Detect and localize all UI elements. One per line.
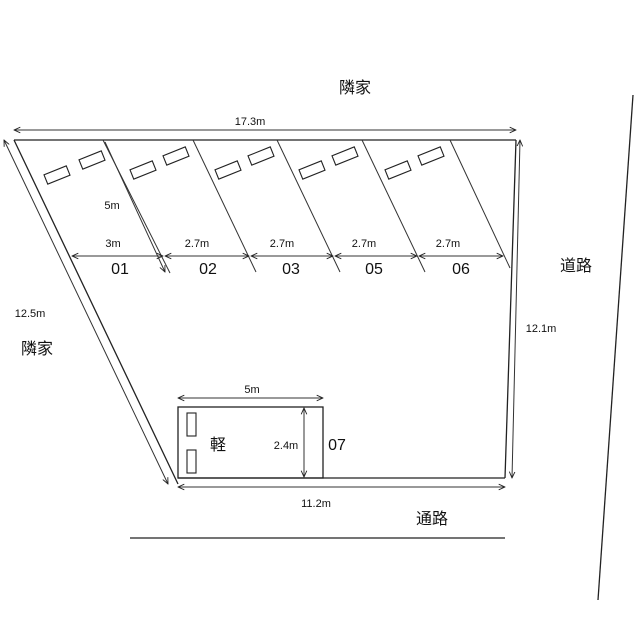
dim-stall-depth: 5m	[104, 200, 119, 212]
road-line	[597, 94, 634, 601]
dimension-arrows	[4, 130, 520, 487]
dim-stall-width: 3m	[105, 238, 120, 250]
neighbor-left-label: 隣家	[21, 339, 53, 358]
dim-left-length: 12.5m	[15, 308, 46, 320]
stall-07	[177, 406, 324, 479]
car-icons	[43, 146, 445, 185]
stall-dividers	[102, 139, 511, 274]
stall-number: 01	[111, 261, 129, 278]
stall-number: 06	[452, 261, 470, 278]
car-icon	[214, 160, 242, 180]
stall-number: 07	[328, 437, 346, 454]
car-icon	[186, 412, 197, 437]
dim-kei-width: 2.4m	[274, 440, 298, 452]
lot-outline	[13, 139, 517, 485]
stall-number: 03	[282, 261, 300, 278]
stall-number: 02	[199, 261, 217, 278]
neighbor-top-label: 隣家	[339, 78, 371, 97]
car-icon	[78, 150, 106, 170]
car-icon	[384, 160, 412, 180]
car-icon	[186, 449, 197, 474]
car-icon	[43, 165, 71, 185]
kei-car-label: 軽	[210, 435, 226, 454]
dim-bottom-width: 11.2m	[301, 498, 331, 510]
stall-number: 05	[365, 261, 383, 278]
car-icon	[298, 160, 326, 180]
dim-kei-length: 5m	[244, 384, 259, 396]
dim-stall-width: 2.7m	[185, 238, 209, 250]
dim-stall-width: 2.7m	[270, 238, 294, 250]
car-icon	[417, 146, 445, 166]
car-icon	[162, 146, 190, 166]
car-icon	[247, 146, 275, 166]
dim-top-width: 17.3m	[235, 116, 266, 128]
passage-label: 通路	[416, 509, 448, 528]
car-icon	[331, 146, 359, 166]
dim-stall-width: 2.7m	[436, 238, 460, 250]
dim-stall-width: 2.7m	[352, 238, 376, 250]
road-label: 道路	[560, 256, 592, 275]
car-icon	[129, 160, 157, 180]
dim-right-length: 12.1m	[526, 323, 557, 335]
